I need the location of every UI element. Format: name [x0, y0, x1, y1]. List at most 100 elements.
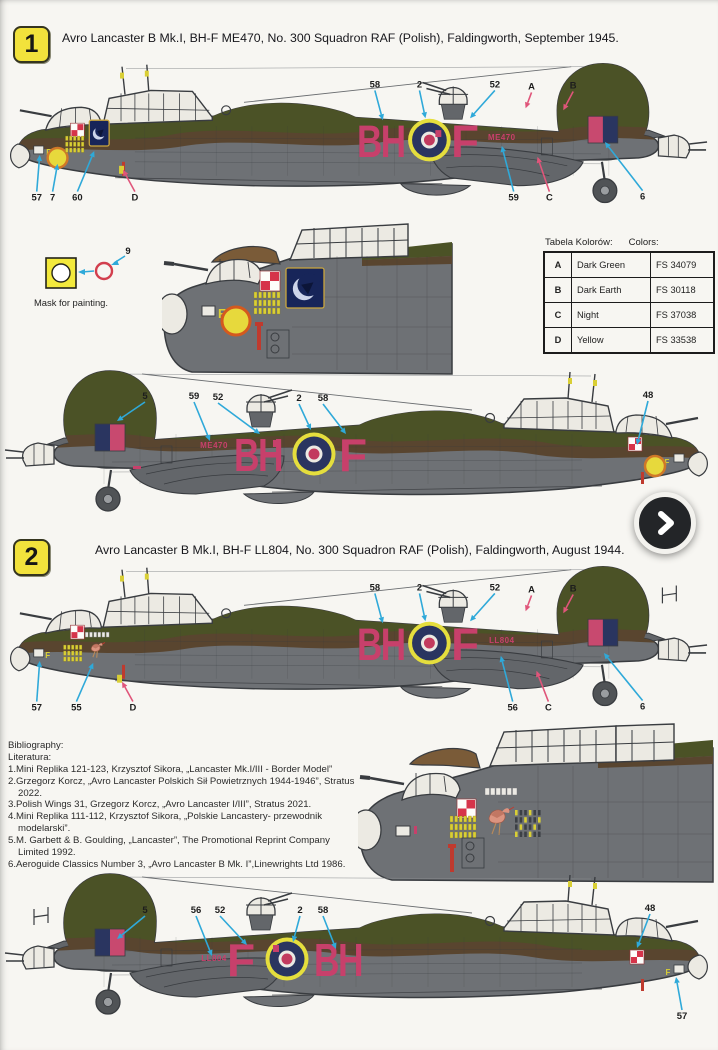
svg-text:58: 58	[318, 905, 329, 916]
callout-57: 57	[32, 660, 43, 712]
callout-D: D	[123, 169, 139, 203]
svg-text:56: 56	[507, 701, 517, 712]
callout-D: D	[122, 681, 137, 712]
svg-text:F: F	[666, 968, 671, 977]
callout-58: 58	[370, 581, 384, 624]
callout-60: 60	[72, 150, 95, 203]
mask-painting-legend: 9 Mask for painting.	[28, 244, 180, 308]
color-fs-code: FS 30118	[650, 277, 715, 303]
svg-text:F: F	[665, 458, 670, 467]
svg-text:C: C	[546, 192, 553, 203]
svg-text:B: B	[570, 582, 577, 593]
svg-text:F: F	[45, 651, 50, 660]
callout-58: 58	[318, 905, 337, 949]
fuselage-roundel	[408, 118, 451, 162]
profile-scheme1-starboard: BHF ME470 F 58 2 52 A B 57 7 60 D 59C 6	[6, 60, 712, 228]
svg-text:C: C	[545, 701, 552, 712]
color-letter: C	[543, 302, 572, 328]
color-table-header: Tabela Kolorów:Colors:	[543, 237, 715, 248]
svg-text:F: F	[451, 116, 478, 167]
svg-text:55: 55	[71, 701, 81, 712]
callout-58: 58	[370, 78, 384, 121]
svg-text:7: 7	[50, 192, 55, 203]
color-letter: B	[543, 277, 572, 303]
callout-56: 56	[191, 905, 213, 956]
callout-5: 5	[117, 905, 148, 939]
svg-text:2: 2	[296, 393, 301, 404]
svg-text:B: B	[570, 79, 577, 90]
bibliography-item: 4.Mini Replika 111-112, Krzysztof Sikora…	[8, 811, 323, 835]
svg-text:BH: BH	[314, 934, 362, 986]
callout-59: 59	[500, 145, 519, 203]
scheme-2-number-badge: 2	[13, 539, 50, 576]
svg-text:60: 60	[72, 192, 82, 203]
callout-55: 55	[71, 662, 94, 712]
carousel-next-button[interactable]	[634, 492, 696, 554]
svg-text:A: A	[528, 583, 535, 594]
svg-text:6: 6	[640, 700, 645, 711]
callout-57: 57	[32, 154, 42, 203]
bibliography-heading-en: Bibliography:	[8, 740, 64, 751]
scheme-1-number-badge: 1	[13, 26, 50, 63]
callout-52: 52	[213, 392, 260, 434]
svg-text:5: 5	[142, 905, 148, 916]
bibliography-item: 2.Grzegorz Korcz, „Avro Lancaster Polski…	[8, 775, 355, 799]
callout-A: A	[525, 80, 535, 109]
color-table-title-pl: Tabela Kolorów:	[545, 237, 613, 248]
color-fs-code: FS 37038	[650, 302, 715, 328]
svg-text:6: 6	[640, 191, 645, 202]
svg-text:57: 57	[32, 192, 42, 203]
callout-56: 56	[499, 655, 518, 712]
callout-52: 52	[470, 78, 500, 119]
fin-flash	[587, 618, 619, 647]
scheme-2-title: Avro Lancaster B Mk.I, BH-F LL804, No. 3…	[95, 543, 625, 557]
bibliography-item: 6.Aeroguide Classics Number 3, „Avro Lan…	[8, 858, 346, 870]
color-fs-code: FS 33538	[650, 327, 715, 354]
callout-B: B	[563, 79, 577, 111]
svg-text:F: F	[339, 429, 366, 481]
svg-text:5: 5	[142, 391, 148, 402]
callout-48: 48	[635, 390, 653, 445]
callout-2: 2	[296, 393, 312, 430]
callout-6: 6	[603, 652, 645, 711]
callout-2: 2	[417, 78, 427, 119]
svg-text:57: 57	[677, 1011, 688, 1022]
bibliography: Bibliography: Literatura: 1.Mini Replika…	[8, 740, 362, 871]
color-fs-code: FS 34079	[650, 251, 715, 278]
fuselage-roundel	[265, 937, 309, 981]
callout-C: C	[536, 156, 553, 203]
nose-closeup-scheme1: F	[162, 222, 454, 378]
color-letter: D	[543, 327, 572, 354]
callout-6: 6	[604, 142, 645, 202]
svg-text:F: F	[218, 306, 226, 321]
callout-2: 2	[291, 905, 303, 942]
callout-C: C	[536, 670, 552, 712]
scheme-1-title: Avro Lancaster B Mk.I, BH-F ME470, No. 3…	[62, 31, 619, 45]
callout-7: 7	[50, 163, 60, 203]
svg-text:2: 2	[417, 581, 422, 592]
svg-text:59: 59	[189, 391, 200, 402]
callout-B: B	[563, 582, 577, 614]
svg-text:58: 58	[370, 78, 380, 89]
svg-text:2: 2	[297, 905, 302, 916]
nose-closeup-scheme2	[358, 722, 715, 885]
bibliography-heading-pl: Literatura:	[8, 751, 52, 763]
callout-52: 52	[470, 581, 500, 622]
callout-58: 58	[318, 393, 346, 434]
svg-text:56: 56	[191, 905, 202, 916]
color-name: Night	[571, 302, 651, 328]
svg-text:ME470: ME470	[488, 133, 516, 142]
mask-legend-label: Mask for painting.	[34, 297, 108, 308]
callout-5: 5	[117, 391, 148, 421]
svg-text:LL804: LL804	[201, 954, 227, 963]
serial-number: LL804	[201, 954, 227, 963]
color-name: Yellow	[571, 327, 651, 354]
svg-text:57: 57	[32, 701, 42, 712]
